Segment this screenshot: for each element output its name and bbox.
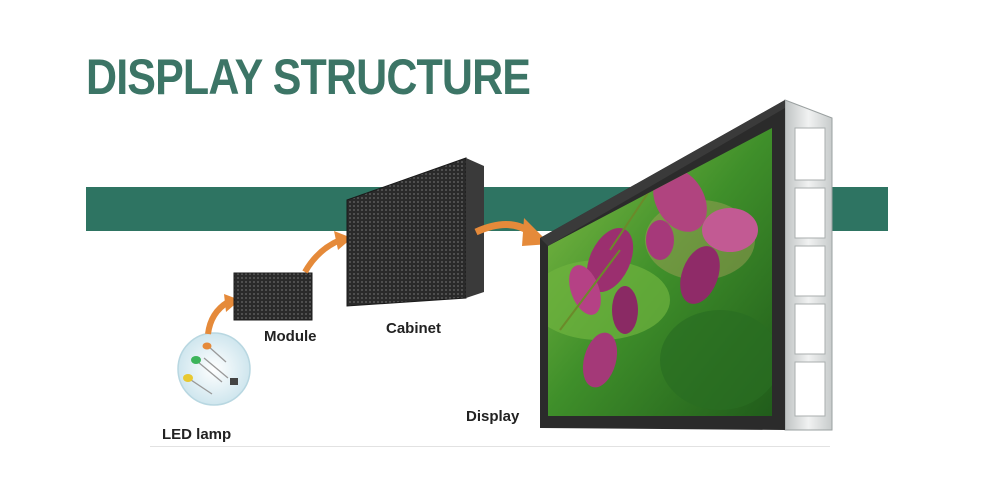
floor-line [150,446,830,447]
page-title: DISPLAY STRUCTURE [86,49,531,105]
cabinet-label: Cabinet [386,320,442,337]
flow-arrow-icon [302,237,342,274]
cabinet-panel-icon [346,157,484,307]
module-label: Module [264,328,317,345]
flow-arrow-icon [474,221,533,236]
display-label: Display [466,408,520,425]
led-lamp-label: LED lamp [162,426,232,443]
module-panel-icon [233,272,313,321]
led-lamp-icon [177,332,251,406]
flow-arrow-icon [205,299,230,335]
flow-arrow-head [334,231,352,250]
display-screen-icon [540,99,833,431]
